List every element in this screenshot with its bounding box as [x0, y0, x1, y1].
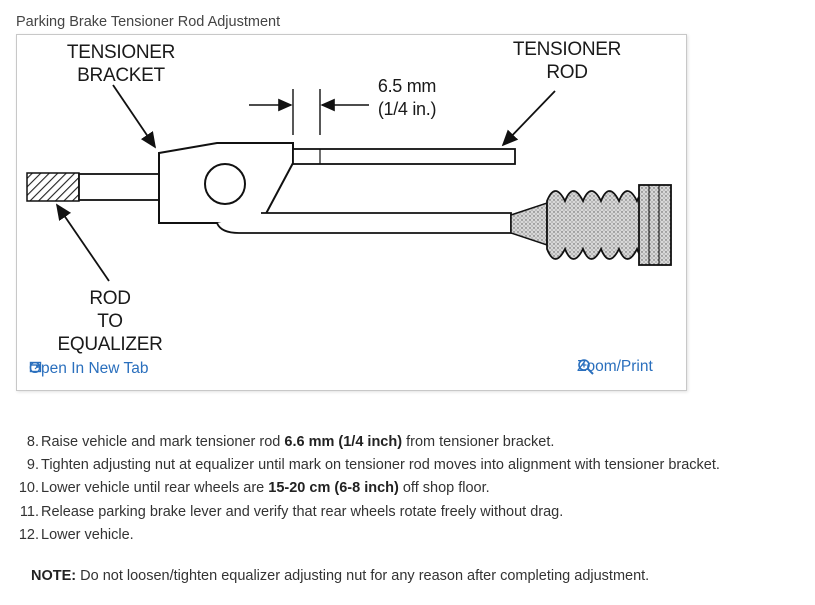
dimension-label: 6.5 mm (1/4 in.) [377, 76, 437, 119]
brake-diagram [26, 84, 672, 282]
open-new-tab-label: Open In New Tab [29, 360, 149, 377]
dimension-markers [249, 89, 369, 135]
zoom-print-label: Zoom/Print [577, 358, 653, 375]
step-list: 8.Raise vehicle and mark tensioner rod 6… [16, 431, 720, 547]
note-label: NOTE: [31, 568, 77, 584]
step-item: 12.Lower vehicle. [18, 526, 134, 543]
tensioner-bracket [158, 142, 294, 224]
lower-cable [216, 212, 512, 234]
figure-caption: Parking Brake Tensioner Rod Adjustment [16, 14, 281, 30]
open-new-tab-icon [29, 361, 42, 373]
zoom-print-link[interactable]: Zoom/Print [577, 358, 653, 376]
cable-boot [510, 184, 672, 266]
rod-to-equalizer-label: ROD TO EQUALIZER [57, 288, 163, 355]
note: NOTE: Do not loosen/tighten equalizer ad… [31, 568, 649, 584]
rod-to-equalizer [26, 172, 160, 202]
step-item: 9.Tighten adjusting nut at equalizer unt… [26, 457, 720, 474]
leader-arrows [55, 84, 556, 282]
magnifier-icon [578, 359, 594, 375]
tensioner-bracket-label: TENSIONER BRACKET [66, 42, 176, 86]
tensioner-rod-label: TENSIONER ROD [512, 39, 622, 83]
open-new-tab-link[interactable]: Open In New Tab [29, 360, 148, 378]
step-item: 8.Raise vehicle and mark tensioner rod 6… [26, 434, 555, 450]
figure-container: TENSIONER BRACKET TENSIONER ROD 6.5 mm (… [16, 34, 687, 391]
step-item: 10.Lower vehicle until rear wheels are 1… [18, 480, 490, 497]
tensioner-rod [292, 148, 516, 165]
note-text: Do not loosen/tighten equalizer adjustin… [76, 568, 650, 584]
step-item: 11.Release parking brake lever and verif… [19, 503, 564, 520]
